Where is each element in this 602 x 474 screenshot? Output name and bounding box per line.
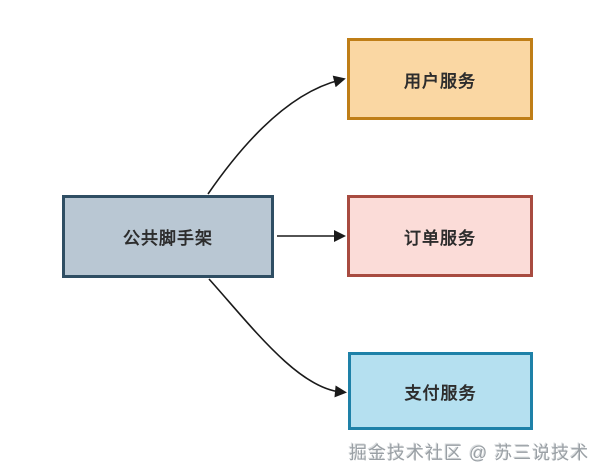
node-user-service-label: 用户服务 [404, 71, 476, 91]
node-order-service-label: 订单服务 [404, 228, 476, 248]
node-common-scaffold-label: 公共脚手架 [123, 229, 213, 248]
watermark-text: 掘金技术社区 @ 苏三说技术 [349, 443, 590, 463]
arrow-to-user-service [207, 75, 346, 195]
node-order-service: 订单服务 [347, 195, 533, 277]
arrow-to-payment-service [208, 278, 347, 398]
node-common-scaffold: 公共脚手架 [62, 195, 274, 278]
node-user-service: 用户服务 [347, 38, 533, 120]
node-payment-service: 支付服务 [348, 352, 533, 430]
node-payment-service-label: 支付服务 [404, 383, 477, 403]
